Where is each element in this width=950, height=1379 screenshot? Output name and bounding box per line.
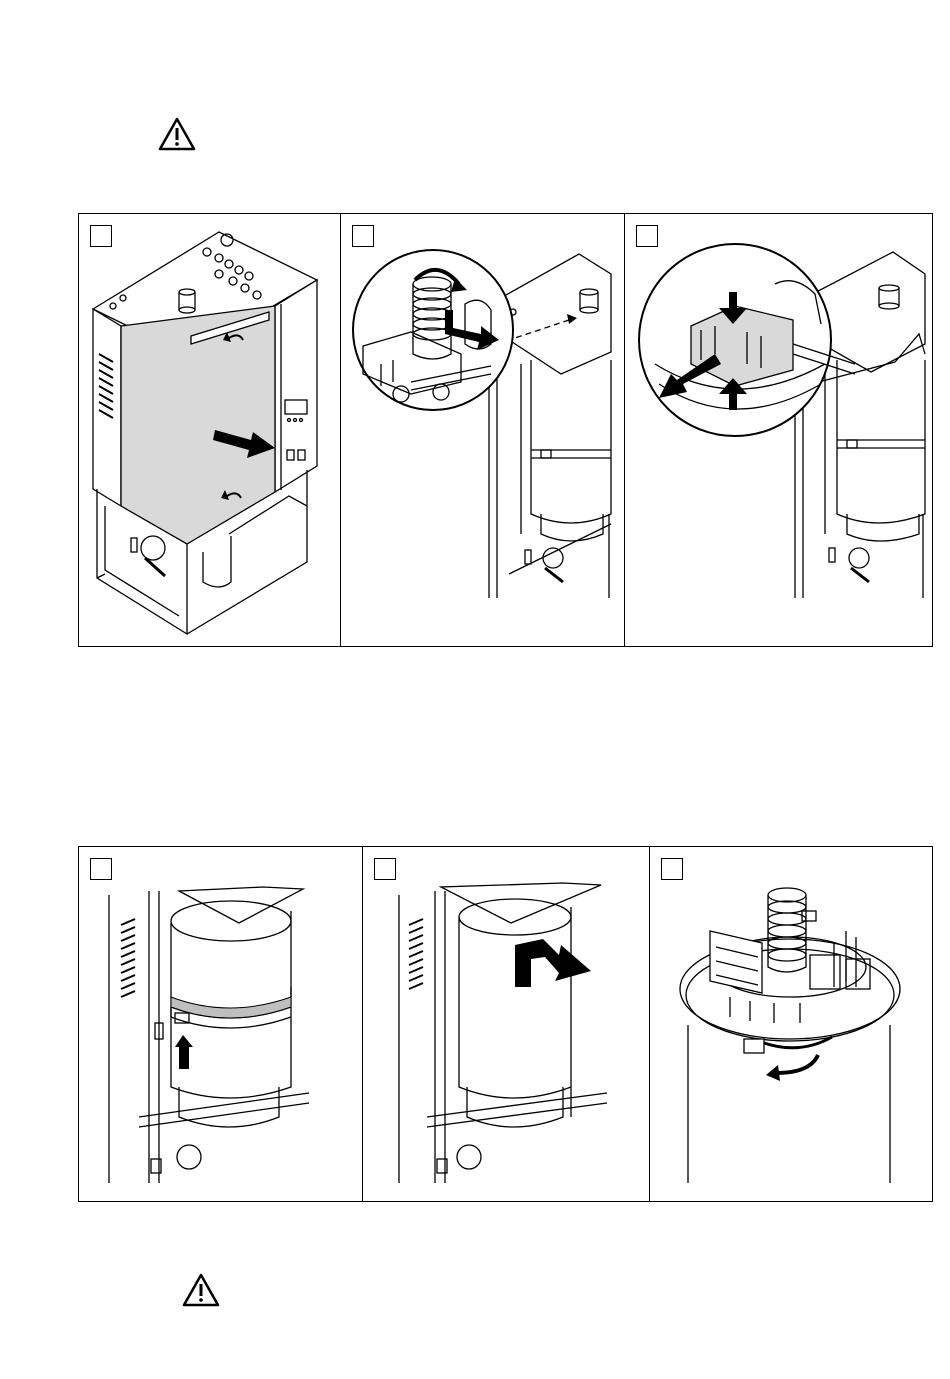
step-number-box bbox=[90, 225, 112, 247]
illustration-cylinder-removal bbox=[363, 847, 648, 1201]
step-row-1 bbox=[78, 213, 933, 647]
step-panel-top-clamp bbox=[649, 847, 932, 1201]
illustration-cylinder-top bbox=[650, 847, 932, 1201]
illustration-steam-hose-detail bbox=[341, 214, 624, 646]
up-arrow-icon bbox=[175, 1035, 193, 1069]
step-number-box bbox=[661, 858, 683, 880]
step-number-box bbox=[352, 225, 374, 247]
lift-out-arrow-icon bbox=[515, 939, 591, 987]
step-row-2 bbox=[78, 846, 933, 1202]
illustration-unit-front-cover bbox=[79, 214, 340, 646]
step-panel-cylinder-removal bbox=[362, 847, 648, 1201]
illustration-cylinder-clamp bbox=[79, 847, 362, 1201]
bottom-warning-icon bbox=[181, 1272, 221, 1308]
step-number-box bbox=[636, 225, 658, 247]
step-number-box bbox=[90, 858, 112, 880]
step-panel-connector-unplug bbox=[624, 214, 932, 646]
rotate-arrow-icon bbox=[766, 1055, 818, 1081]
step-panel-hose-detach bbox=[340, 214, 624, 646]
step-number-box bbox=[374, 858, 396, 880]
step-panel-clamp-release bbox=[79, 847, 362, 1201]
step-panel-cover-removal bbox=[79, 214, 340, 646]
top-warning-icon bbox=[157, 116, 197, 152]
illustration-connector-detail bbox=[625, 214, 932, 646]
